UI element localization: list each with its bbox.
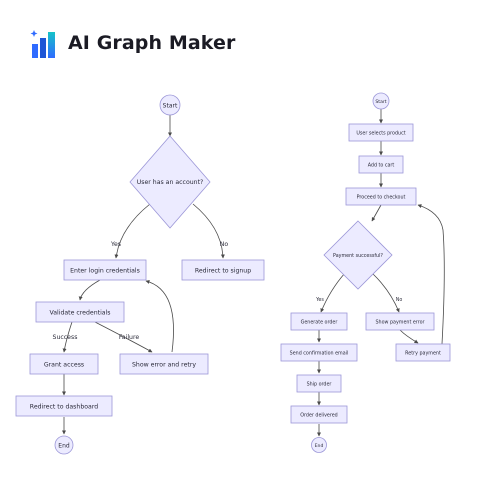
node-order-delivered: Order delivered xyxy=(290,405,348,424)
node-start: Start xyxy=(159,94,181,116)
svg-text:Start: Start xyxy=(375,99,386,105)
edge-decision-login xyxy=(114,203,151,259)
node-confirmation-email: Send confirmation email xyxy=(280,343,358,362)
node-select-product: User selects product xyxy=(348,123,414,142)
node-dashboard: Redirect to dashboard xyxy=(15,395,113,417)
svg-text:Show payment error: Show payment error xyxy=(376,320,425,326)
edge-error-retry xyxy=(399,329,419,344)
svg-text:Send confirmation email: Send confirmation email xyxy=(290,351,349,357)
node-retry-payment: Retry payment xyxy=(395,343,451,362)
node-add-to-cart: Add to cart xyxy=(358,155,404,174)
svg-text:Validate credentials: Validate credentials xyxy=(49,310,110,317)
app-title: AI Graph Maker xyxy=(68,32,236,54)
svg-text:Add to cart: Add to cart xyxy=(368,163,395,169)
svg-text:Enter login credentials: Enter login credentials xyxy=(70,268,140,275)
node-signup: Redirect to signup xyxy=(181,259,265,281)
edge-validate-error xyxy=(94,321,153,353)
edge-label-r-no: No xyxy=(396,297,403,303)
checkout-flow-edges xyxy=(317,108,445,437)
node-error-retry: Show error and retry xyxy=(119,353,209,375)
edge-checkout-decision xyxy=(371,204,382,222)
edge-retry-checkout xyxy=(417,204,445,345)
svg-text:Redirect to signup: Redirect to signup xyxy=(195,268,251,275)
node-grant: Grant access xyxy=(29,353,99,375)
svg-text:End: End xyxy=(315,443,324,449)
svg-text:User selects product: User selects product xyxy=(356,131,405,137)
svg-text:Show error and retry: Show error and retry xyxy=(132,362,196,369)
edge-decision-order xyxy=(320,272,346,313)
checkout-flowchart: Start User selects product Add to cart P… xyxy=(280,92,451,453)
graph-logo-icon xyxy=(30,30,55,58)
svg-text:Order delivered: Order delivered xyxy=(300,413,337,419)
node-checkout: Proceed to checkout xyxy=(345,187,417,206)
brand-header: AI Graph Maker xyxy=(30,28,235,58)
node-payment-error: Show payment error xyxy=(365,312,435,331)
svg-text:Retry payment: Retry payment xyxy=(405,351,441,357)
svg-text:User has an account?: User has an account? xyxy=(137,179,204,186)
edge-login-validate xyxy=(78,279,101,301)
node-r-start: Start xyxy=(372,92,390,110)
edge-decision-signup xyxy=(192,203,225,259)
login-flow-edges xyxy=(62,115,225,435)
svg-text:Grant access: Grant access xyxy=(44,362,84,369)
edge-label-success: Success xyxy=(53,334,78,341)
edge-label-r-yes: Yes xyxy=(315,297,324,303)
node-payment-decision: Payment successful? xyxy=(323,220,393,290)
svg-text:Payment successful?: Payment successful? xyxy=(333,253,383,259)
node-ship-order: Ship order xyxy=(296,374,342,393)
node-decision-account: User has an account? xyxy=(129,135,211,229)
svg-text:Ship order: Ship order xyxy=(307,382,332,388)
edge-label-failure: Failure xyxy=(119,334,140,341)
svg-text:Proceed to checkout: Proceed to checkout xyxy=(357,195,406,201)
svg-text:Generate order: Generate order xyxy=(301,320,338,326)
node-end: End xyxy=(54,435,74,455)
node-generate-order: Generate order xyxy=(290,312,348,331)
svg-text:Redirect to dashboard: Redirect to dashboard xyxy=(30,404,98,411)
login-flowchart: Start User has an account? Enter login c… xyxy=(15,94,265,455)
svg-text:Start: Start xyxy=(163,103,178,110)
edge-decision-error xyxy=(371,272,400,313)
edge-error-login xyxy=(145,279,174,353)
edge-label-yes: Yes xyxy=(110,241,121,248)
edge-label-no: No xyxy=(220,241,229,248)
node-validate: Validate credentials xyxy=(35,301,125,323)
edge-validate-grant xyxy=(62,321,73,353)
svg-text:End: End xyxy=(58,443,70,450)
node-r-end: End xyxy=(311,437,327,453)
node-login: Enter login credentials xyxy=(63,259,147,281)
